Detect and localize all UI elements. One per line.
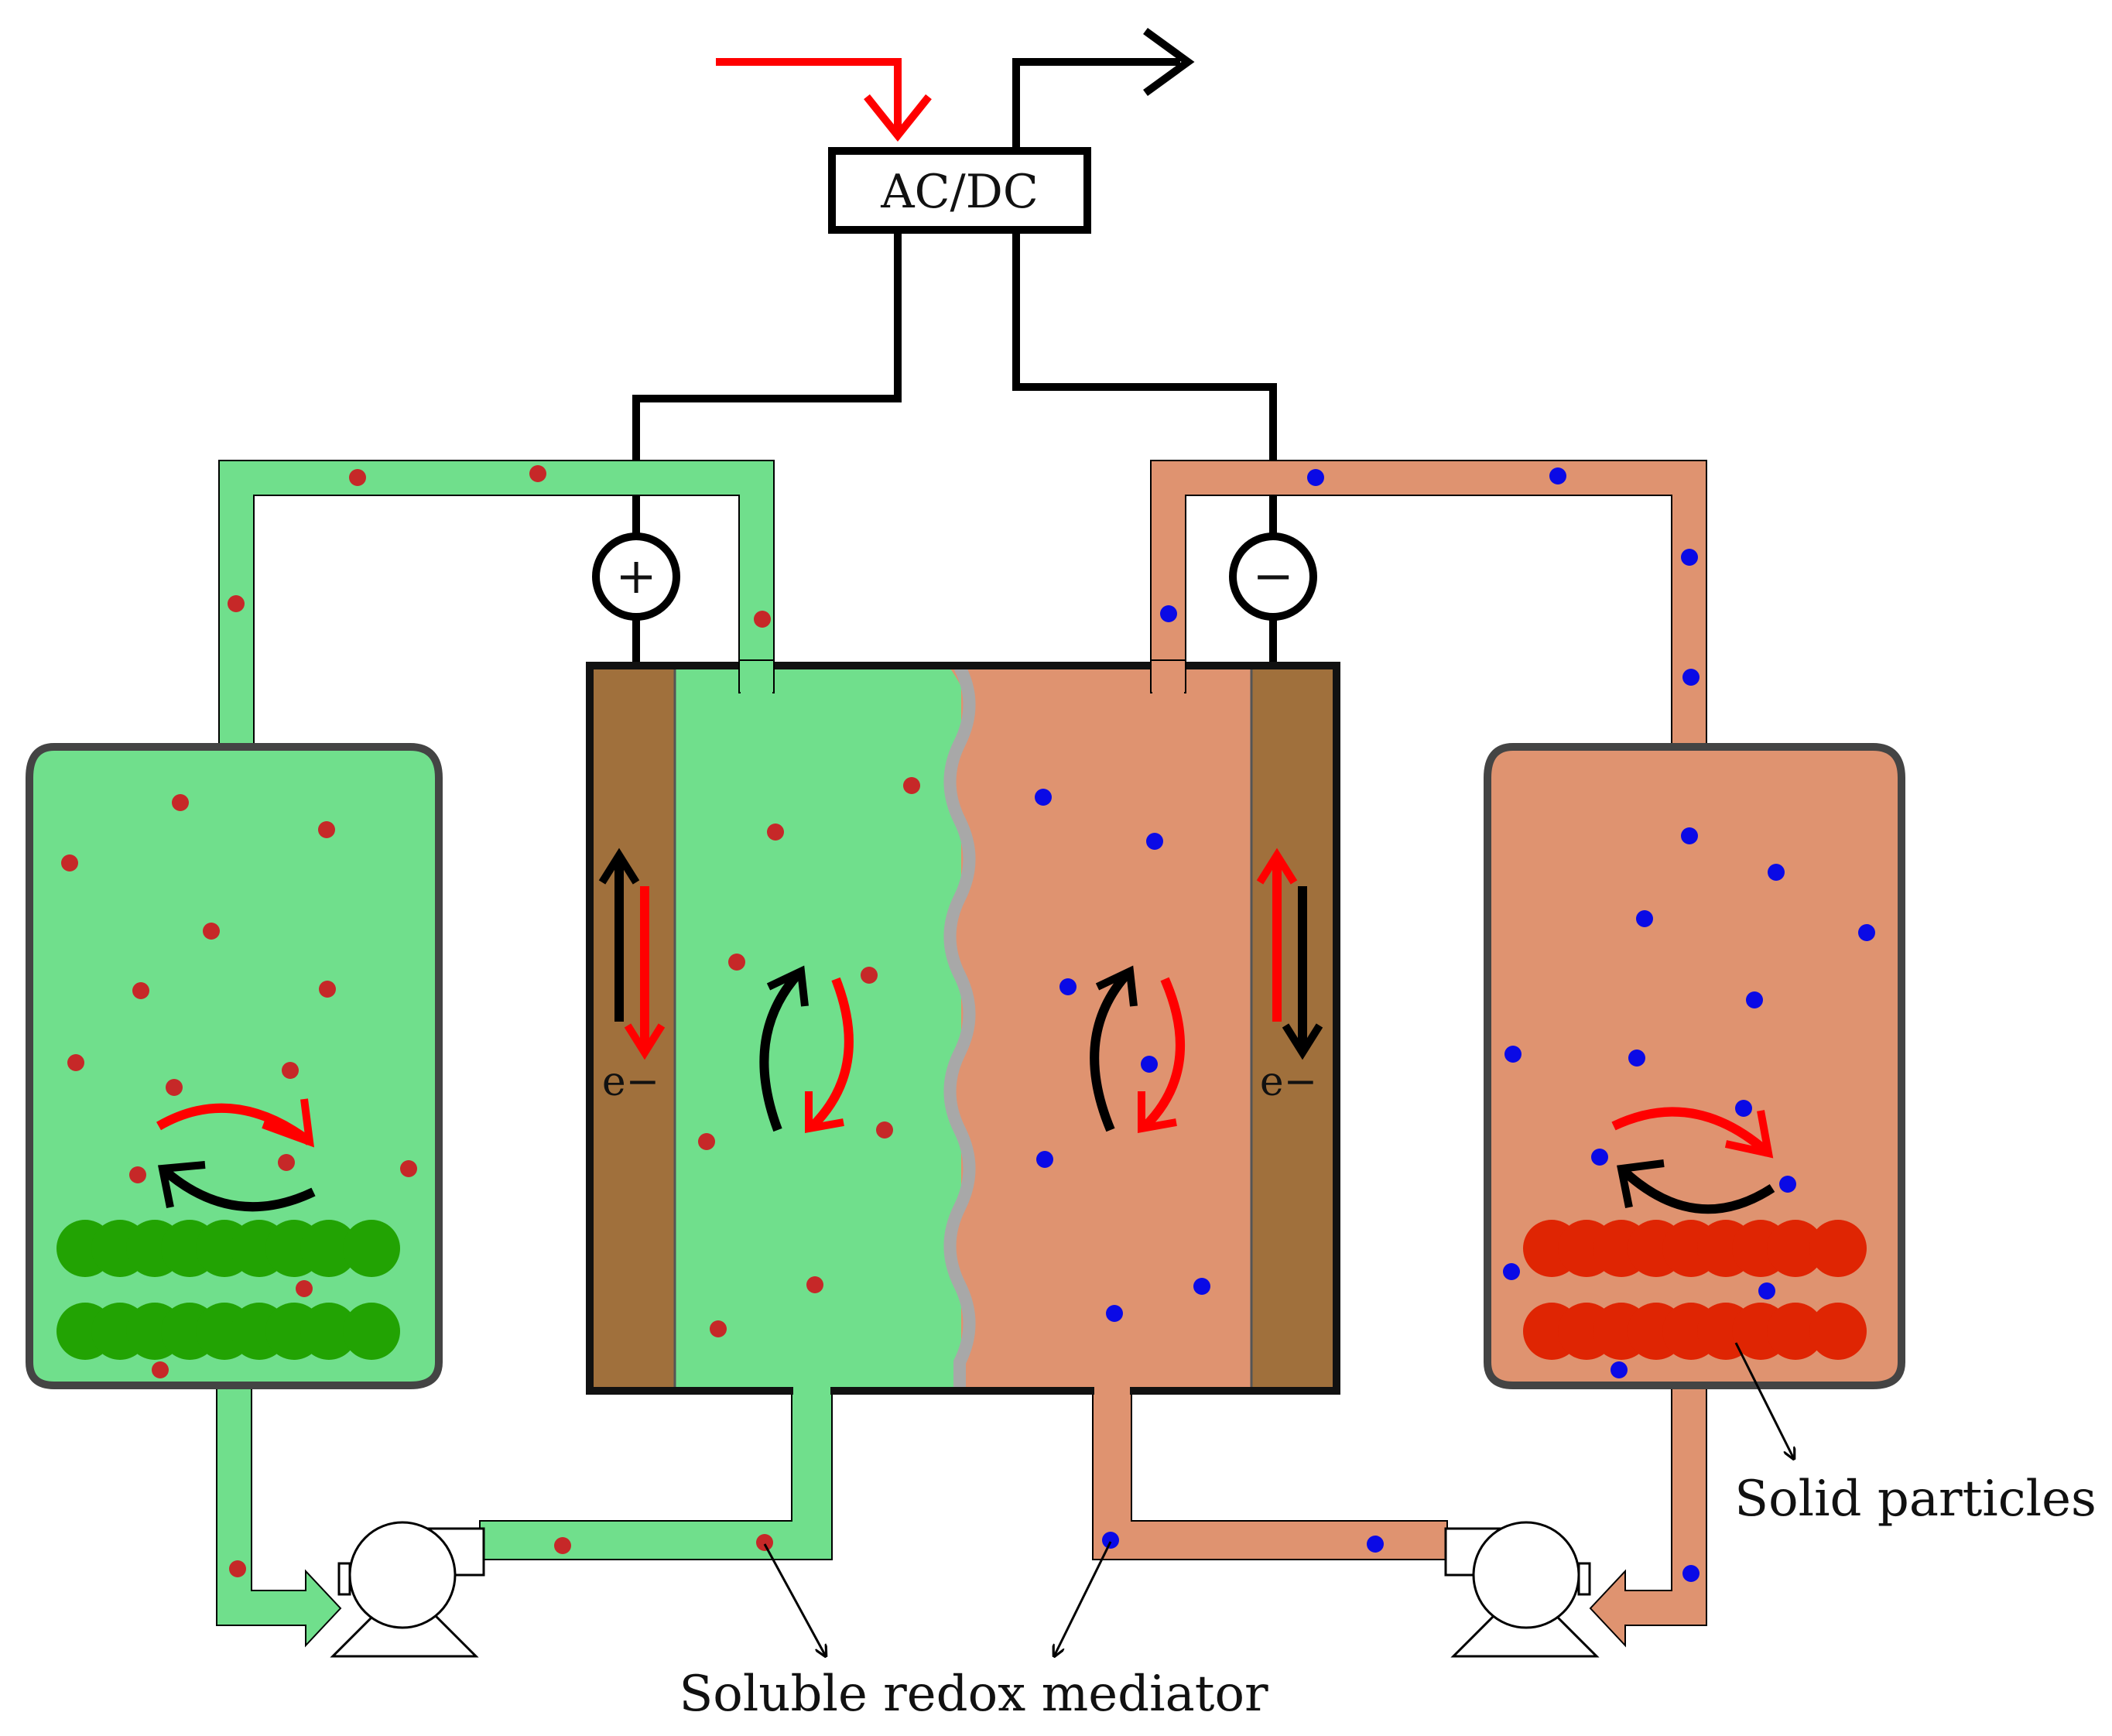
green-wave-edge [948,666,975,1391]
left-tank-black-arrow [159,1165,316,1212]
orange-cell-red-arrow [1142,977,1185,1130]
cell-frame [586,662,1340,1395]
left-tank [26,743,443,1389]
green-bottom-pipe [217,1385,341,1645]
red-solid-particles [1523,1220,1867,1360]
right-tank-red-arrow [1611,1107,1771,1157]
centrifugal-pump-icon [330,1521,485,1658]
orange-bottom-pipe [1589,1385,1707,1648]
plus-circle-icon: + [592,532,680,621]
positive-terminal-label: + [615,548,657,605]
output-power-arrowhead [1143,27,1195,97]
mediator-pointer-right [1054,1541,1112,1656]
red-mediator-dots [61,465,920,1577]
membrane [943,664,976,1389]
power-circuit: AC/DC + − [592,27,1317,666]
input-power-arrowhead [864,94,932,142]
orange-half-cell [961,666,1251,1391]
right-tank-black-arrow [1617,1165,1775,1214]
input-power-arrow [716,58,902,135]
green-cell-red-arrow [809,977,854,1130]
left-tank-red-arrow [156,1103,313,1145]
minus-circle-icon: − [1229,532,1317,621]
centrifugal-pump-icon [1444,1521,1600,1658]
mediator-pointer-left [763,1543,826,1656]
green-solid-particles [56,1220,400,1360]
electron-label-right: e− [1260,1059,1317,1105]
flow-cell: e− e− [586,659,1340,1396]
output-power-arrow [1012,58,1180,147]
orange-cell-black-arrow [1090,972,1130,1132]
negative-terminal-label: − [1252,548,1294,605]
soluble-redox-mediator-label: Soluble redox mediator [679,1666,1268,1723]
ac-dc-label: AC/DC [880,165,1038,219]
solid-particles-label: Solid particles [1734,1471,2097,1528]
solid-particles-pointer [1734,1342,1794,1459]
electron-label-left: e− [602,1059,659,1105]
green-bottom-pipe-outline [216,1385,342,1648]
ac-dc-converter: AC/DC [828,147,1091,234]
right-tank [1484,743,1905,1389]
blue-mediator-dots [1035,467,1875,1582]
right-electrode [1251,666,1337,1391]
callouts: Soluble redox mediator Solid particles [679,1342,2097,1723]
green-cell-black-arrow [759,972,801,1132]
